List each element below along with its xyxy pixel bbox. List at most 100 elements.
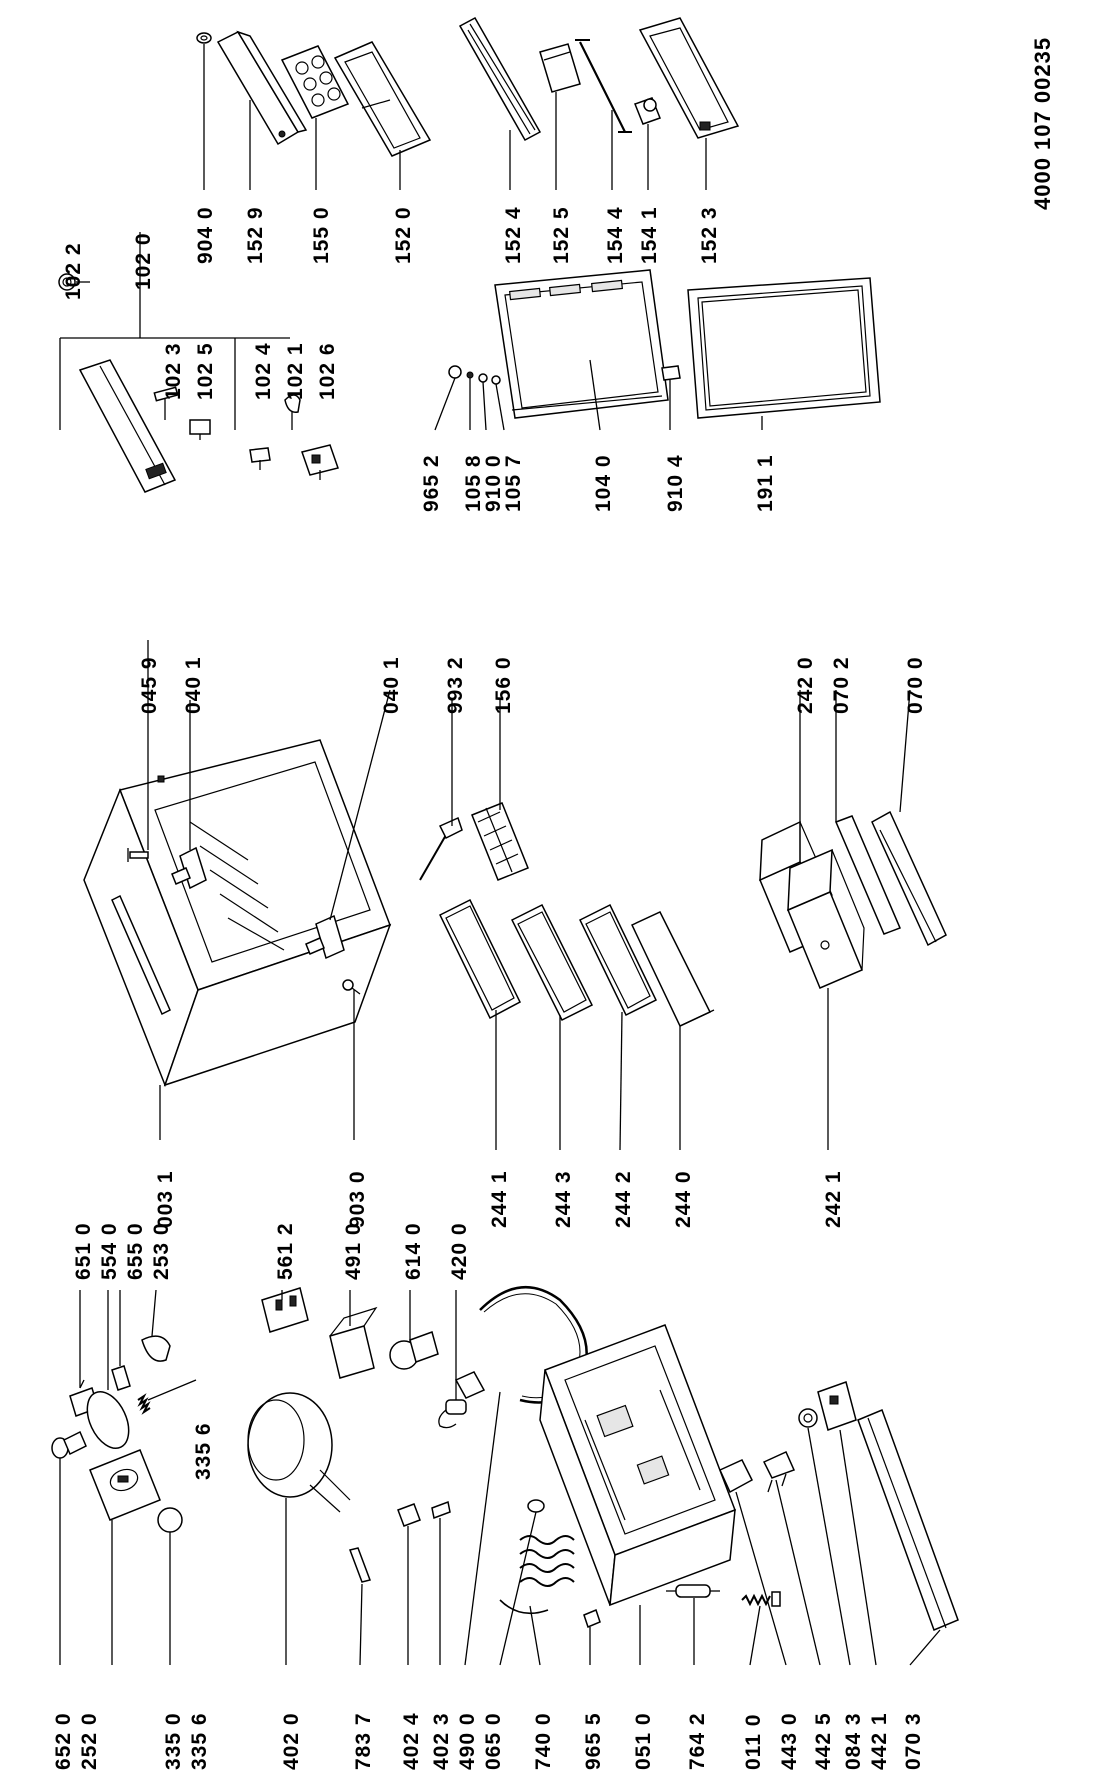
part-993-2 bbox=[419, 816, 463, 881]
label-335-0: 335 0 bbox=[162, 1712, 185, 1770]
part-965-5 bbox=[583, 1608, 601, 1629]
label-102-2: 102 2 bbox=[62, 242, 85, 300]
part-191-1 bbox=[687, 277, 881, 419]
label-490-0: 490 0 bbox=[456, 1712, 479, 1770]
label-045-9: 045 9 bbox=[138, 656, 161, 714]
part-965-2 bbox=[448, 365, 462, 379]
part-443-0 bbox=[719, 1459, 753, 1494]
label-442-1: 442 1 bbox=[868, 1712, 891, 1770]
label-244-0: 244 0 bbox=[672, 1170, 695, 1228]
part-442-1 bbox=[817, 1381, 857, 1431]
label-102-4: 102 4 bbox=[252, 342, 275, 400]
label-102-3: 102 3 bbox=[162, 342, 185, 400]
label-070-0: 070 0 bbox=[904, 656, 927, 714]
label-443-0: 443 0 bbox=[778, 1712, 801, 1770]
label-783-7: 783 7 bbox=[352, 1712, 375, 1770]
part-102-0-handle bbox=[78, 359, 177, 493]
label-104-0: 104 0 bbox=[592, 454, 615, 512]
part-244-3 bbox=[510, 903, 594, 1022]
label-244-1: 244 1 bbox=[488, 1170, 511, 1228]
part-155-0 bbox=[280, 45, 350, 119]
part-152-9 bbox=[216, 30, 308, 146]
label-065-0: 065 0 bbox=[482, 1712, 505, 1770]
part-070-3 bbox=[857, 1409, 959, 1631]
part-402-0 bbox=[247, 1392, 351, 1513]
part-102-1 bbox=[284, 394, 301, 413]
part-102-0-bracket bbox=[59, 232, 290, 430]
part-491-0 bbox=[329, 1306, 378, 1379]
label-655-0: 655 0 bbox=[124, 1222, 147, 1280]
label-910-0: 910 0 bbox=[482, 454, 505, 512]
part-051-0 bbox=[539, 1324, 736, 1607]
part-152-5 bbox=[539, 43, 581, 93]
label-402-3: 402 3 bbox=[430, 1712, 453, 1770]
label-903-0: 903 0 bbox=[346, 1170, 369, 1228]
label-105-7: 105 7 bbox=[502, 454, 525, 512]
label-965-5: 965 5 bbox=[582, 1712, 605, 1770]
label-910-4: 910 4 bbox=[664, 454, 687, 512]
part-152-4 bbox=[458, 16, 542, 142]
part-244-0 bbox=[630, 911, 715, 1027]
label-402-4: 402 4 bbox=[400, 1712, 423, 1770]
part-102-3 bbox=[153, 386, 179, 402]
label-614-0: 614 0 bbox=[402, 1222, 425, 1280]
label-102-6: 102 6 bbox=[316, 342, 339, 400]
part-156-0 bbox=[471, 802, 529, 881]
part-084-3 bbox=[798, 1408, 818, 1428]
part-402-4 bbox=[397, 1503, 421, 1527]
label-244-3: 244 3 bbox=[552, 1170, 575, 1228]
label-335-6: 335 6 bbox=[192, 1422, 215, 1480]
part-244-1 bbox=[439, 898, 521, 1020]
label-152-3: 152 3 bbox=[698, 206, 721, 264]
label-102-1: 102 1 bbox=[284, 342, 307, 400]
part-104-0 bbox=[494, 269, 669, 419]
part-904-0 bbox=[196, 32, 212, 44]
part-420-0 bbox=[438, 1399, 467, 1429]
part-003-1 bbox=[83, 739, 392, 1088]
part-253-0 bbox=[141, 1335, 171, 1362]
label-554-0: 554 0 bbox=[98, 1222, 121, 1280]
part-045-9 bbox=[127, 848, 149, 862]
part-040-1-top bbox=[171, 846, 207, 890]
label-242-0: 242 0 bbox=[794, 656, 817, 714]
label-242-1: 242 1 bbox=[822, 1170, 845, 1228]
part-335-6 bbox=[137, 1393, 151, 1415]
label-764-2: 764 2 bbox=[686, 1712, 709, 1770]
label-152-9: 152 9 bbox=[244, 206, 267, 264]
part-910-4 bbox=[661, 365, 681, 381]
part-065-0 bbox=[527, 1499, 545, 1513]
label-051-0: 051 0 bbox=[632, 1712, 655, 1770]
label-084-3: 084 3 bbox=[842, 1712, 865, 1770]
part-number-labels: 102 2 102 0 102 3 102 5 102 4 102 1 102 … bbox=[52, 37, 1055, 1770]
part-903-0 bbox=[342, 979, 361, 995]
label-156-0: 156 0 bbox=[492, 656, 515, 714]
label-740-0: 740 0 bbox=[532, 1712, 555, 1770]
label-070-3: 070 3 bbox=[902, 1712, 925, 1770]
label-102-5: 102 5 bbox=[194, 342, 217, 400]
label-652-0: 652 0 bbox=[52, 1712, 75, 1770]
label-105-8: 105 8 bbox=[462, 454, 485, 512]
label-253-0: 253 0 bbox=[150, 1222, 173, 1280]
part-011-0 bbox=[741, 1591, 781, 1607]
part-070-2 bbox=[835, 815, 901, 935]
label-442-5: 442 5 bbox=[812, 1712, 835, 1770]
label-154-1: 154 1 bbox=[638, 206, 661, 264]
document-number: 4000 107 00235 bbox=[1030, 37, 1055, 210]
part-040-1-bottom bbox=[305, 914, 345, 960]
label-191-1: 191 1 bbox=[754, 454, 777, 512]
part-764-2 bbox=[666, 1584, 720, 1598]
label-003-1: 003 1 bbox=[154, 1170, 177, 1228]
part-252-0 bbox=[89, 1449, 161, 1521]
leader-lines bbox=[59, 44, 941, 1666]
label-155-0: 155 0 bbox=[310, 206, 333, 264]
part-102-5 bbox=[189, 419, 211, 435]
part-335-0 bbox=[157, 1507, 183, 1533]
part-910-0 bbox=[478, 373, 488, 383]
part-614-0 bbox=[389, 1331, 439, 1370]
label-420-0: 420 0 bbox=[448, 1222, 471, 1280]
label-904-0: 904 0 bbox=[194, 206, 217, 264]
label-154-4: 154 4 bbox=[604, 206, 627, 264]
part-152-0 bbox=[333, 41, 432, 157]
label-651-0: 651 0 bbox=[72, 1222, 95, 1280]
